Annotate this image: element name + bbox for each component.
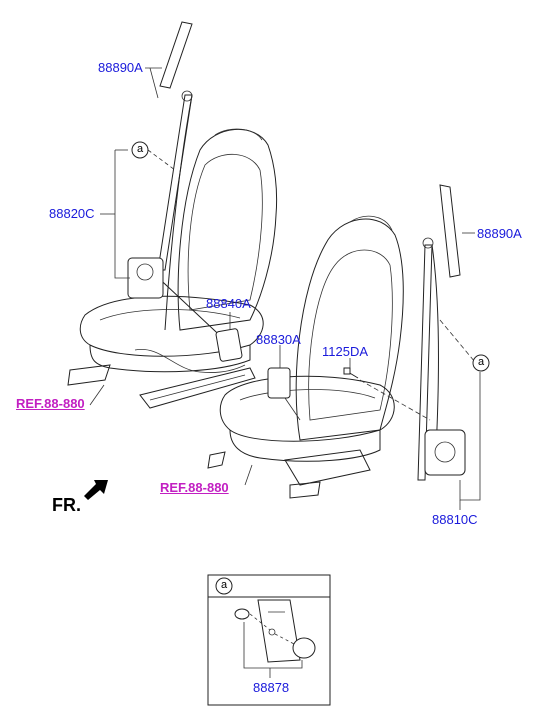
callout-marker-detail: a — [220, 579, 228, 591]
label-upper-anchor-right: 88890A — [477, 226, 522, 241]
leader-lines — [89, 67, 481, 510]
callout-circle-left — [131, 141, 149, 159]
label-retractor-left: 88820C — [49, 206, 95, 221]
callout-marker-right: a — [477, 356, 485, 368]
front-direction-label: FR. — [52, 495, 81, 515]
label-bolt: 1125DA — [322, 344, 369, 359]
detail-box — [207, 574, 331, 706]
right-seat — [207, 184, 476, 499]
label-detail-part: 88878 — [253, 680, 290, 695]
ref-link-left[interactable]: REF.88-880 — [16, 396, 85, 411]
callout-marker-left: a — [136, 143, 144, 155]
label-buckle-left: 88840A — [206, 296, 251, 311]
front-arrow-icon — [84, 480, 108, 500]
left-seat — [67, 21, 278, 409]
label-retractor-right: 88810C — [432, 512, 478, 527]
callout-circle-right — [472, 354, 490, 372]
ref-link-right[interactable]: REF.88-880 — [160, 480, 229, 495]
label-upper-anchor-left: 88890A — [98, 60, 143, 75]
label-buckle-right: 88830A — [256, 332, 301, 347]
